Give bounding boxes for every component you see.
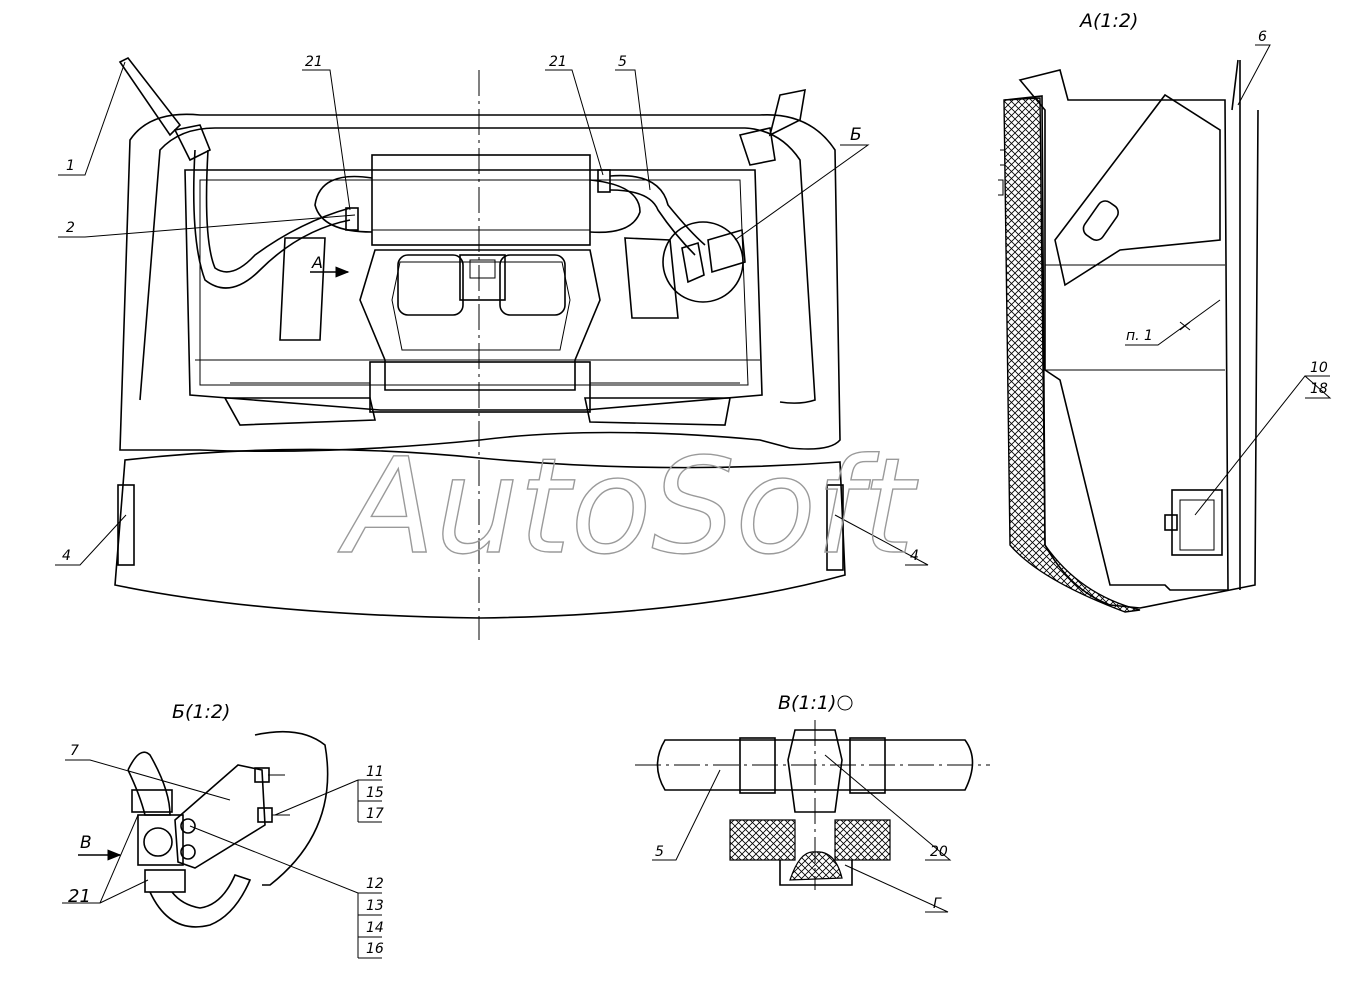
callout-v-arrow: В xyxy=(80,833,92,853)
callout-10: 10 xyxy=(1310,360,1328,376)
callout-13: 13 xyxy=(366,898,384,914)
callout-17: 17 xyxy=(366,806,384,822)
callout-21-right: 21 xyxy=(549,54,567,70)
watermark-text: AutoSoft xyxy=(337,430,918,584)
callout-b: Б xyxy=(850,125,862,145)
callout-11: 11 xyxy=(366,764,384,780)
view-a-title: А(1:2) xyxy=(1078,10,1138,32)
callout-5-v: 5 xyxy=(655,844,664,860)
callout-18: 18 xyxy=(1310,381,1328,397)
callout-4-left: 4 xyxy=(62,548,71,564)
view-b-detail xyxy=(62,730,382,959)
callout-21-left: 21 xyxy=(305,54,323,70)
callout-2: 2 xyxy=(66,220,75,236)
callout-16: 16 xyxy=(366,941,384,957)
callout-12: 12 xyxy=(366,876,384,892)
callout-6: 6 xyxy=(1258,29,1267,45)
callout-21-b: 21 xyxy=(68,886,91,907)
callout-7: 7 xyxy=(70,743,79,759)
callout-14: 14 xyxy=(366,920,384,936)
view-v-title: В(1:1) xyxy=(778,692,836,714)
callout-p1: п. 1 xyxy=(1126,328,1153,344)
callout-g: Г xyxy=(933,896,942,912)
callout-a: А xyxy=(311,253,323,272)
main-view xyxy=(55,56,929,640)
view-b-title: Б(1:2) xyxy=(172,701,230,723)
callout-15: 15 xyxy=(366,785,384,801)
callout-1: 1 xyxy=(66,158,75,174)
callout-4-right: 4 xyxy=(910,548,919,564)
callout-20: 20 xyxy=(930,844,948,860)
view-v-detail xyxy=(635,695,990,913)
callout-5: 5 xyxy=(618,54,627,70)
callout-labels: А(1:2) Б(1:2) В(1:1) 1 2 21 21 5 Б А 4 4… xyxy=(62,10,1328,957)
view-a-section xyxy=(998,44,1332,613)
